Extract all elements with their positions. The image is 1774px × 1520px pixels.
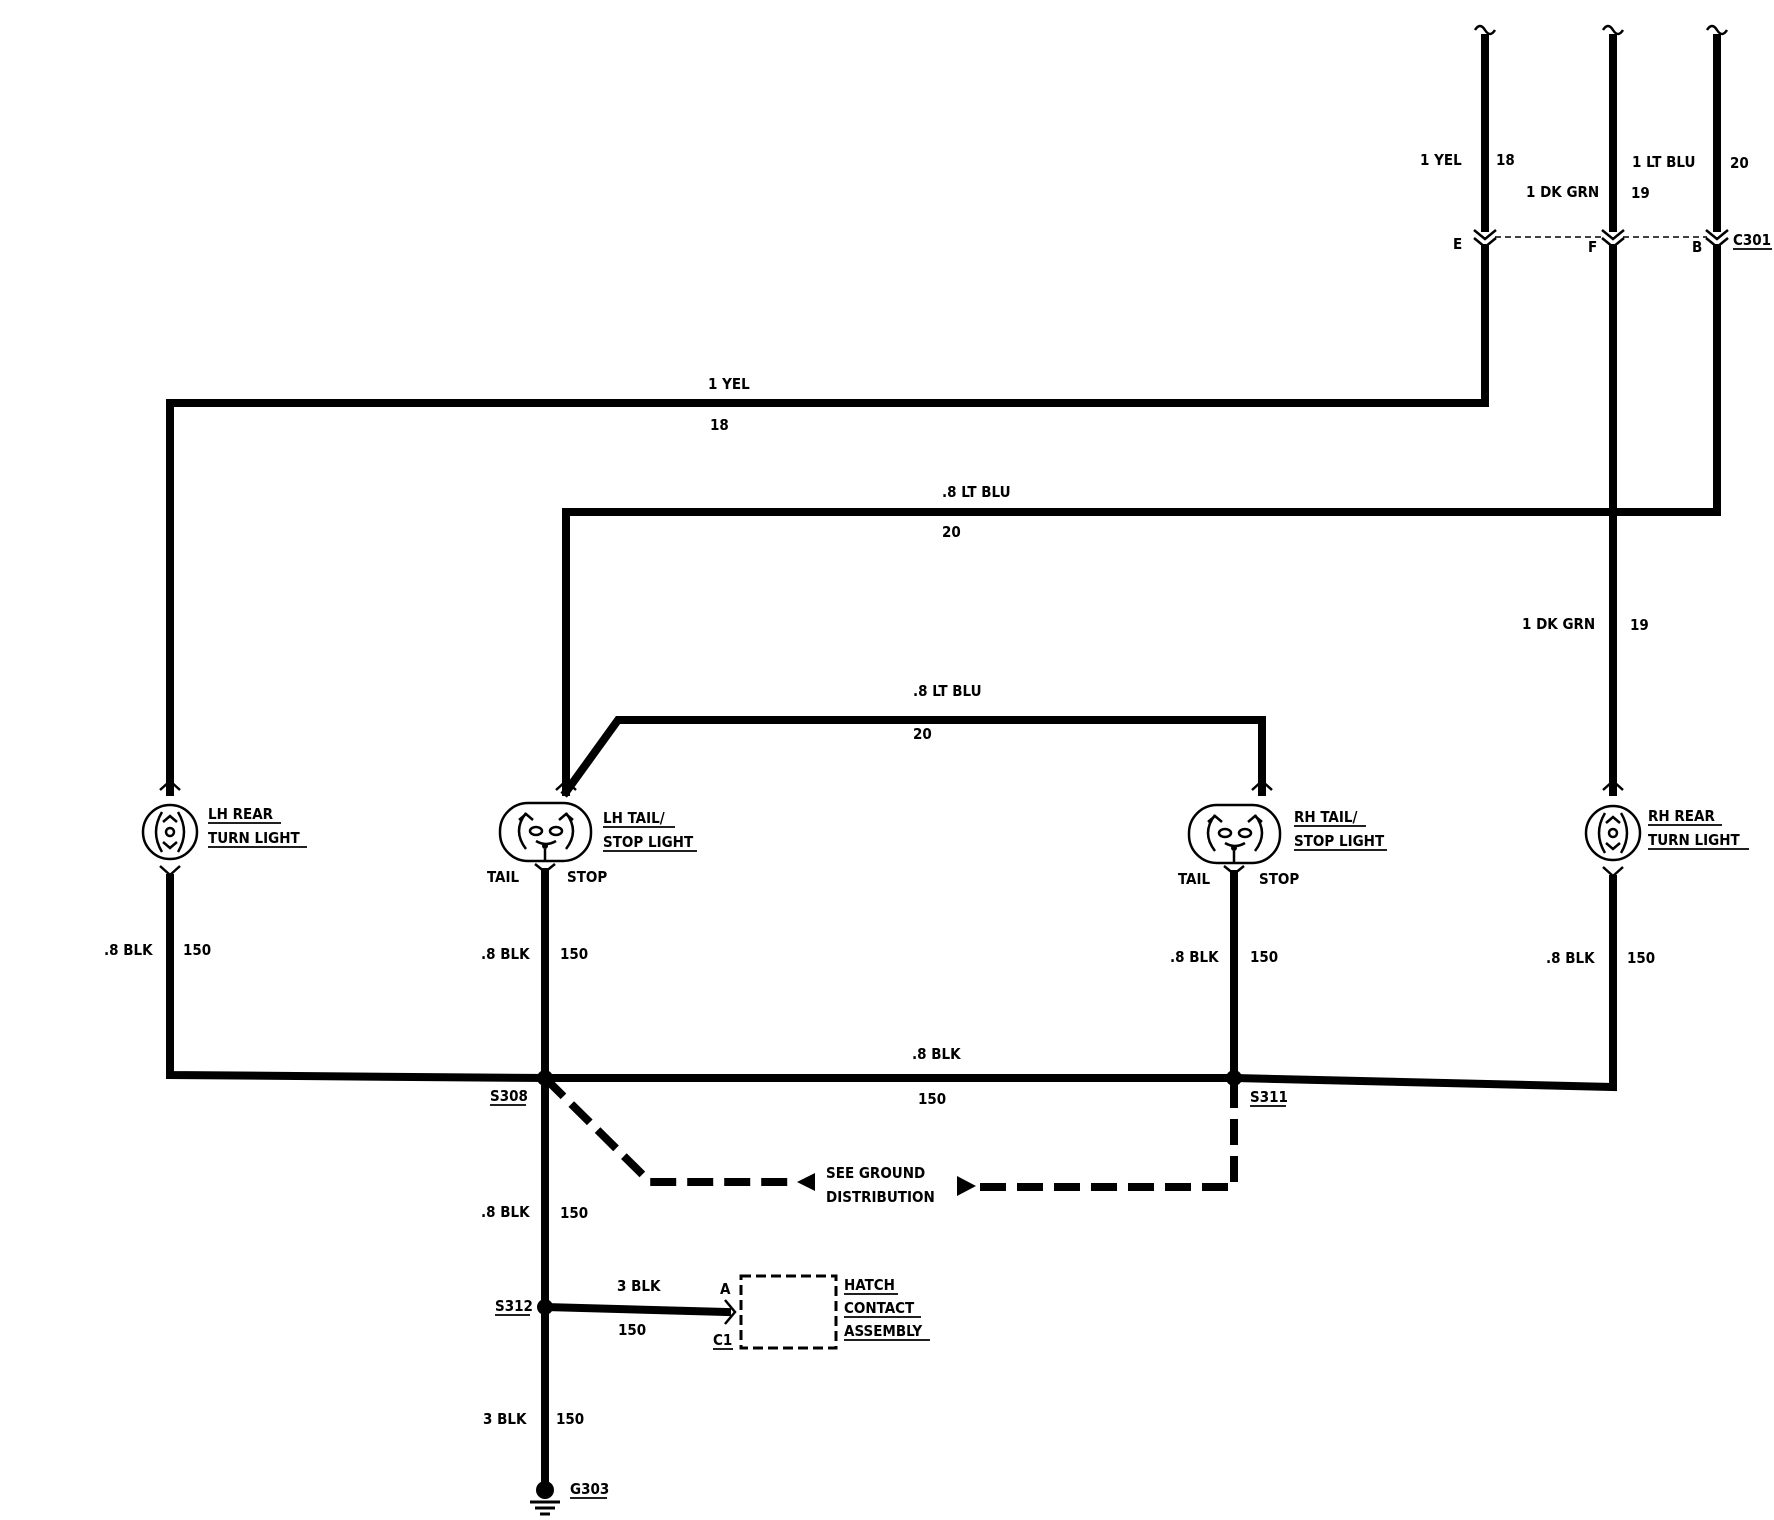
connector-c301-label: C301	[1733, 231, 1771, 249]
label-blk-lh-tail: .8 BLK	[481, 945, 530, 963]
lh-tail-label-1: LH TAIL/	[603, 809, 665, 827]
circuit-blk-s308-s312: 150	[560, 1204, 588, 1222]
hatch-label-1: HATCH	[844, 1276, 895, 1294]
label-blk-hatch: 3 BLK	[617, 1277, 661, 1295]
label-ltblu-feed: 1 LT BLU	[1632, 153, 1695, 171]
lh-tail-label-2: STOP LIGHT	[603, 833, 694, 851]
label-blk-rh-turn: .8 BLK	[1546, 949, 1595, 967]
label-blk-rh-tail: .8 BLK	[1170, 948, 1219, 966]
circuit-blk-ground: 150	[556, 1410, 584, 1428]
splice-s308-label: S308	[490, 1087, 528, 1105]
circuit-blk-rh-turn: 150	[1627, 949, 1655, 967]
feed-wire-yel	[1473, 24, 1497, 249]
hatch-conn-c1: C1	[713, 1331, 732, 1349]
ground-dist-path-left	[542, 1075, 793, 1186]
ground-icon	[530, 1481, 560, 1516]
feed-wire-dkgrn	[1601, 24, 1625, 249]
label-ltblu-lower: .8 LT BLU	[913, 682, 982, 700]
rh-tail-label-2: STOP LIGHT	[1294, 832, 1385, 850]
pin-b-label: B	[1692, 238, 1702, 256]
label-yel-feed: 1 YEL	[1420, 151, 1462, 169]
hatch-pin-a: A	[720, 1280, 731, 1298]
hatch-label-3: ASSEMBLY	[844, 1322, 922, 1340]
ground-g303-label: G303	[570, 1480, 609, 1498]
ground-dist-path-right	[977, 1082, 1238, 1191]
lh-tail-pin-stop: STOP	[567, 868, 607, 886]
circuit-yel-run: 18	[710, 416, 729, 434]
rh-tail-pin-stop: STOP	[1259, 870, 1299, 888]
lh-tail-stop-light-icon	[498, 779, 593, 874]
circuit-blk-hatch: 150	[618, 1321, 646, 1339]
arrow-right-icon	[957, 1176, 976, 1196]
label-yel-run: 1 YEL	[708, 375, 750, 393]
ground-note-line1: SEE GROUND	[826, 1164, 925, 1182]
wire-blk-hatch	[540, 1302, 732, 1317]
pin-e-label: E	[1453, 235, 1462, 253]
circuit-ltblu-feed: 20	[1730, 154, 1749, 172]
label-dkgrn-run: 1 DK GRN	[1522, 615, 1595, 633]
circuit-blk-lh-tail: 150	[560, 945, 588, 963]
rh-tail-pin-tail: TAIL	[1178, 870, 1211, 888]
label-blk-ground: 3 BLK	[483, 1410, 527, 1428]
label-dkgrn-feed: 1 DK GRN	[1526, 183, 1599, 201]
splice-s311-label: S311	[1250, 1088, 1288, 1106]
wire-ltblu-20-lower	[560, 716, 1266, 798]
rh-tail-label-1: RH TAIL/	[1294, 808, 1357, 826]
lh-turn-label-1: LH REAR	[208, 805, 274, 823]
lh-turn-label-2: TURN LIGHT	[208, 829, 301, 847]
circuit-blk-bus: 150	[918, 1090, 946, 1108]
ground-note-line2: DISTRIBUTION	[826, 1188, 935, 1206]
lh-tail-pin-tail: TAIL	[487, 868, 520, 886]
lh-rear-turn-light-icon	[141, 779, 199, 877]
splice-s312-label: S312	[495, 1297, 533, 1315]
connector-c301: E F B C301	[1453, 231, 1772, 256]
circuit-dkgrn-run: 19	[1630, 616, 1649, 634]
hatch-contact-assembly	[739, 1274, 838, 1350]
circuit-blk-rh-tail: 150	[1250, 948, 1278, 966]
circuit-ltblu-lower: 20	[913, 725, 932, 743]
rh-tail-stop-light-icon	[1187, 779, 1282, 876]
wire-ltblu-20-upper	[562, 244, 1721, 796]
circuit-dkgrn-feed: 19	[1631, 184, 1650, 202]
label-blk-bus: .8 BLK	[912, 1045, 961, 1063]
circuit-yel-feed: 18	[1496, 151, 1515, 169]
wire-yel-18	[166, 244, 1489, 796]
label-blk-s308-s312: .8 BLK	[481, 1203, 530, 1221]
rh-turn-label-1: RH REAR	[1648, 807, 1715, 825]
pin-f-label: F	[1588, 238, 1597, 256]
arrow-left-icon	[797, 1173, 815, 1191]
feed-wire-ltblu	[1705, 24, 1729, 249]
circuit-ltblu-upper: 20	[942, 523, 961, 541]
wire-blk-lh-turn	[166, 874, 550, 1083]
wire-blk-rh-turn	[1229, 875, 1617, 1092]
label-blk-lh-turn: .8 BLK	[104, 941, 153, 959]
label-ltblu-upper: .8 LT BLU	[942, 483, 1011, 501]
hatch-label-2: CONTACT	[844, 1299, 915, 1317]
rh-turn-label-2: TURN LIGHT	[1648, 831, 1741, 849]
circuit-blk-lh-turn: 150	[183, 941, 211, 959]
